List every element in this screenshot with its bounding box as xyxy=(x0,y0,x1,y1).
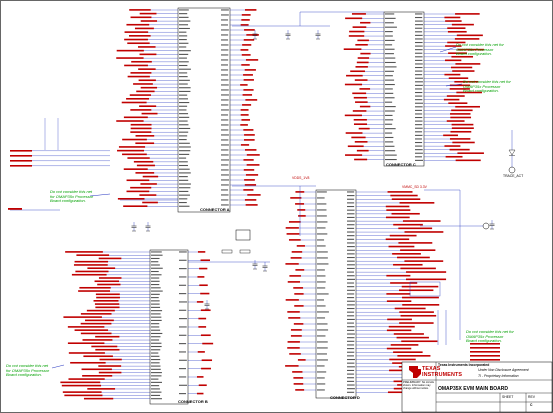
note-bottom-left: Do not consider this net for OMAP35x Pro… xyxy=(6,363,50,378)
connector-b-label: CONNECTOR B xyxy=(178,399,208,404)
note-top-right: Do not consider this net for OMAP35x Pro… xyxy=(456,42,504,57)
rev-value: C xyxy=(530,403,533,407)
ti-logo-text: TEXAS INSTRUMENTS xyxy=(422,366,463,378)
company-name: Texas Instruments Incorporated xyxy=(438,363,490,367)
led-label: TRACE_ACT xyxy=(503,174,524,178)
connector-b-symbol xyxy=(60,249,214,405)
power-label-top: VDDS_1V8 xyxy=(292,176,310,180)
note-mid-right: Do not consider this net for OMAP35x Pro… xyxy=(463,79,511,94)
drawing-title: OMAP35X EVM MAIN BOARD xyxy=(438,386,509,392)
connector-c-label: CONNECTOR C xyxy=(386,162,416,167)
connector-a-symbol xyxy=(116,7,261,213)
connector-c-symbol xyxy=(343,11,484,167)
sheet-label: SHEET xyxy=(502,395,514,399)
nda-text: Under Non Disclosure Agreement xyxy=(478,368,529,372)
rev-label: REV xyxy=(528,395,535,399)
connector-a-label: CONNECTOR A xyxy=(200,207,230,212)
connector-d-symbol xyxy=(285,189,447,399)
connector-d-label: CONNECTOR D xyxy=(330,395,360,400)
note-bottom-right: Do not consider this net for OMAP35x Pro… xyxy=(466,329,514,344)
power-label-mid: VMMC_SD 3.3V xyxy=(402,185,427,189)
title-block xyxy=(401,361,553,413)
disclaimer-text: PRELIMINARY: No circuits shown. Informat… xyxy=(403,381,434,390)
note-left: Do not consider this net for OMAP35x Pro… xyxy=(50,189,94,204)
proprietary-text: TI - Proprietary Information xyxy=(478,374,519,378)
ti-logo-icon xyxy=(409,366,421,378)
